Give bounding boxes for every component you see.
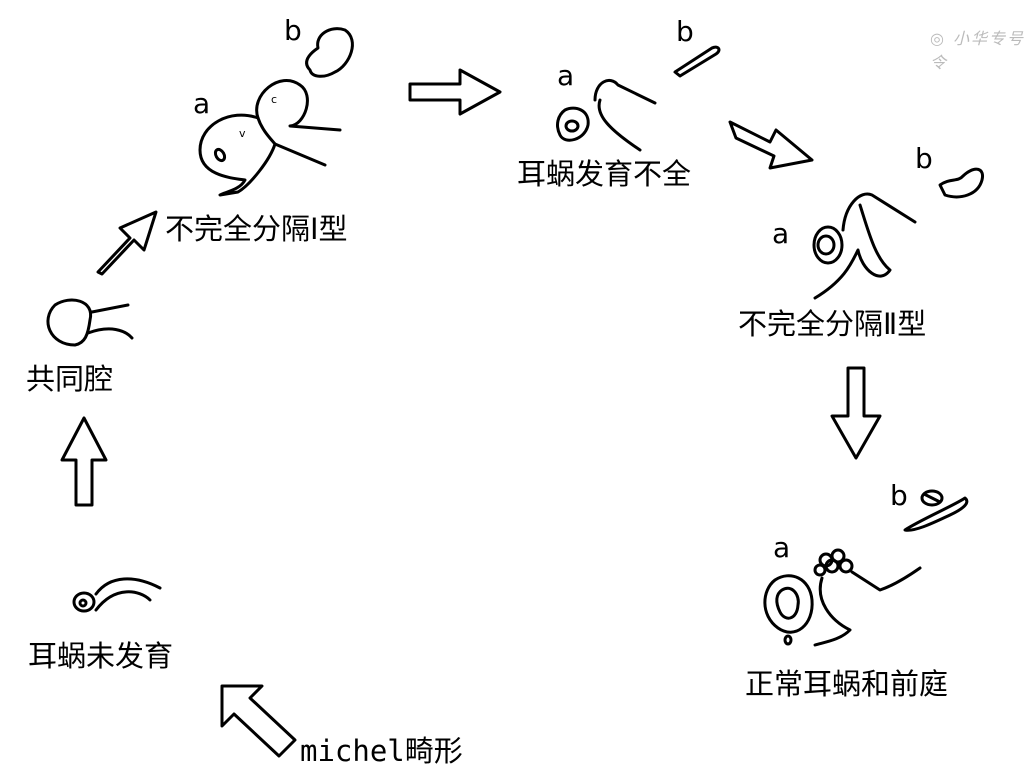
stage-label-michel: michel畸形 xyxy=(300,734,463,768)
arrow-aplasia-to-common-cavity xyxy=(60,416,108,507)
arrow-hypoplasia-to-ip2 xyxy=(728,120,814,170)
ip2-sketch xyxy=(812,167,985,300)
ip2-part-b: b xyxy=(915,142,933,175)
cochlear-hypoplasia-sketch xyxy=(556,45,721,152)
normal-part-a: a xyxy=(773,531,791,564)
stage-label-ip1: 不完全分隔Ⅰ型 xyxy=(165,212,348,246)
ip1-part-a: a xyxy=(193,87,211,120)
ip1-part-b: b xyxy=(284,14,302,47)
stage-label-common-cavity: 共同腔 xyxy=(26,362,114,396)
arrow-ip2-to-normal xyxy=(830,366,882,460)
stage-label-ip2: 不完全分隔Ⅱ型 xyxy=(738,307,927,341)
stage-label-normal: 正常耳蜗和前庭 xyxy=(745,667,949,701)
normal-part-b: b xyxy=(890,479,908,512)
common-cavity-sketch xyxy=(46,298,134,347)
normal-cochlea-sketch xyxy=(763,489,969,647)
ip2-part-a: a xyxy=(772,217,790,250)
stage-label-cochlear-hypoplasia: 耳蜗发育不全 xyxy=(517,157,692,191)
ip1-mark-c: c xyxy=(271,93,278,106)
hypoplasia-part-a: a xyxy=(557,59,575,92)
hypoplasia-part-b: b xyxy=(676,15,694,48)
arrow-michel-to-aplasia xyxy=(220,684,297,758)
cochlear-aplasia-sketch xyxy=(72,577,162,613)
stage-label-cochlear-aplasia: 耳蜗未发育 xyxy=(28,639,174,673)
ip1-mark-v: v xyxy=(239,127,246,140)
ip1-sketch xyxy=(198,27,354,197)
watermark-logo: ◎ 小华专号令 xyxy=(930,29,1026,72)
arrow-common-cavity-to-ip1 xyxy=(96,210,158,276)
arrow-ip1-to-hypoplasia xyxy=(408,68,502,116)
